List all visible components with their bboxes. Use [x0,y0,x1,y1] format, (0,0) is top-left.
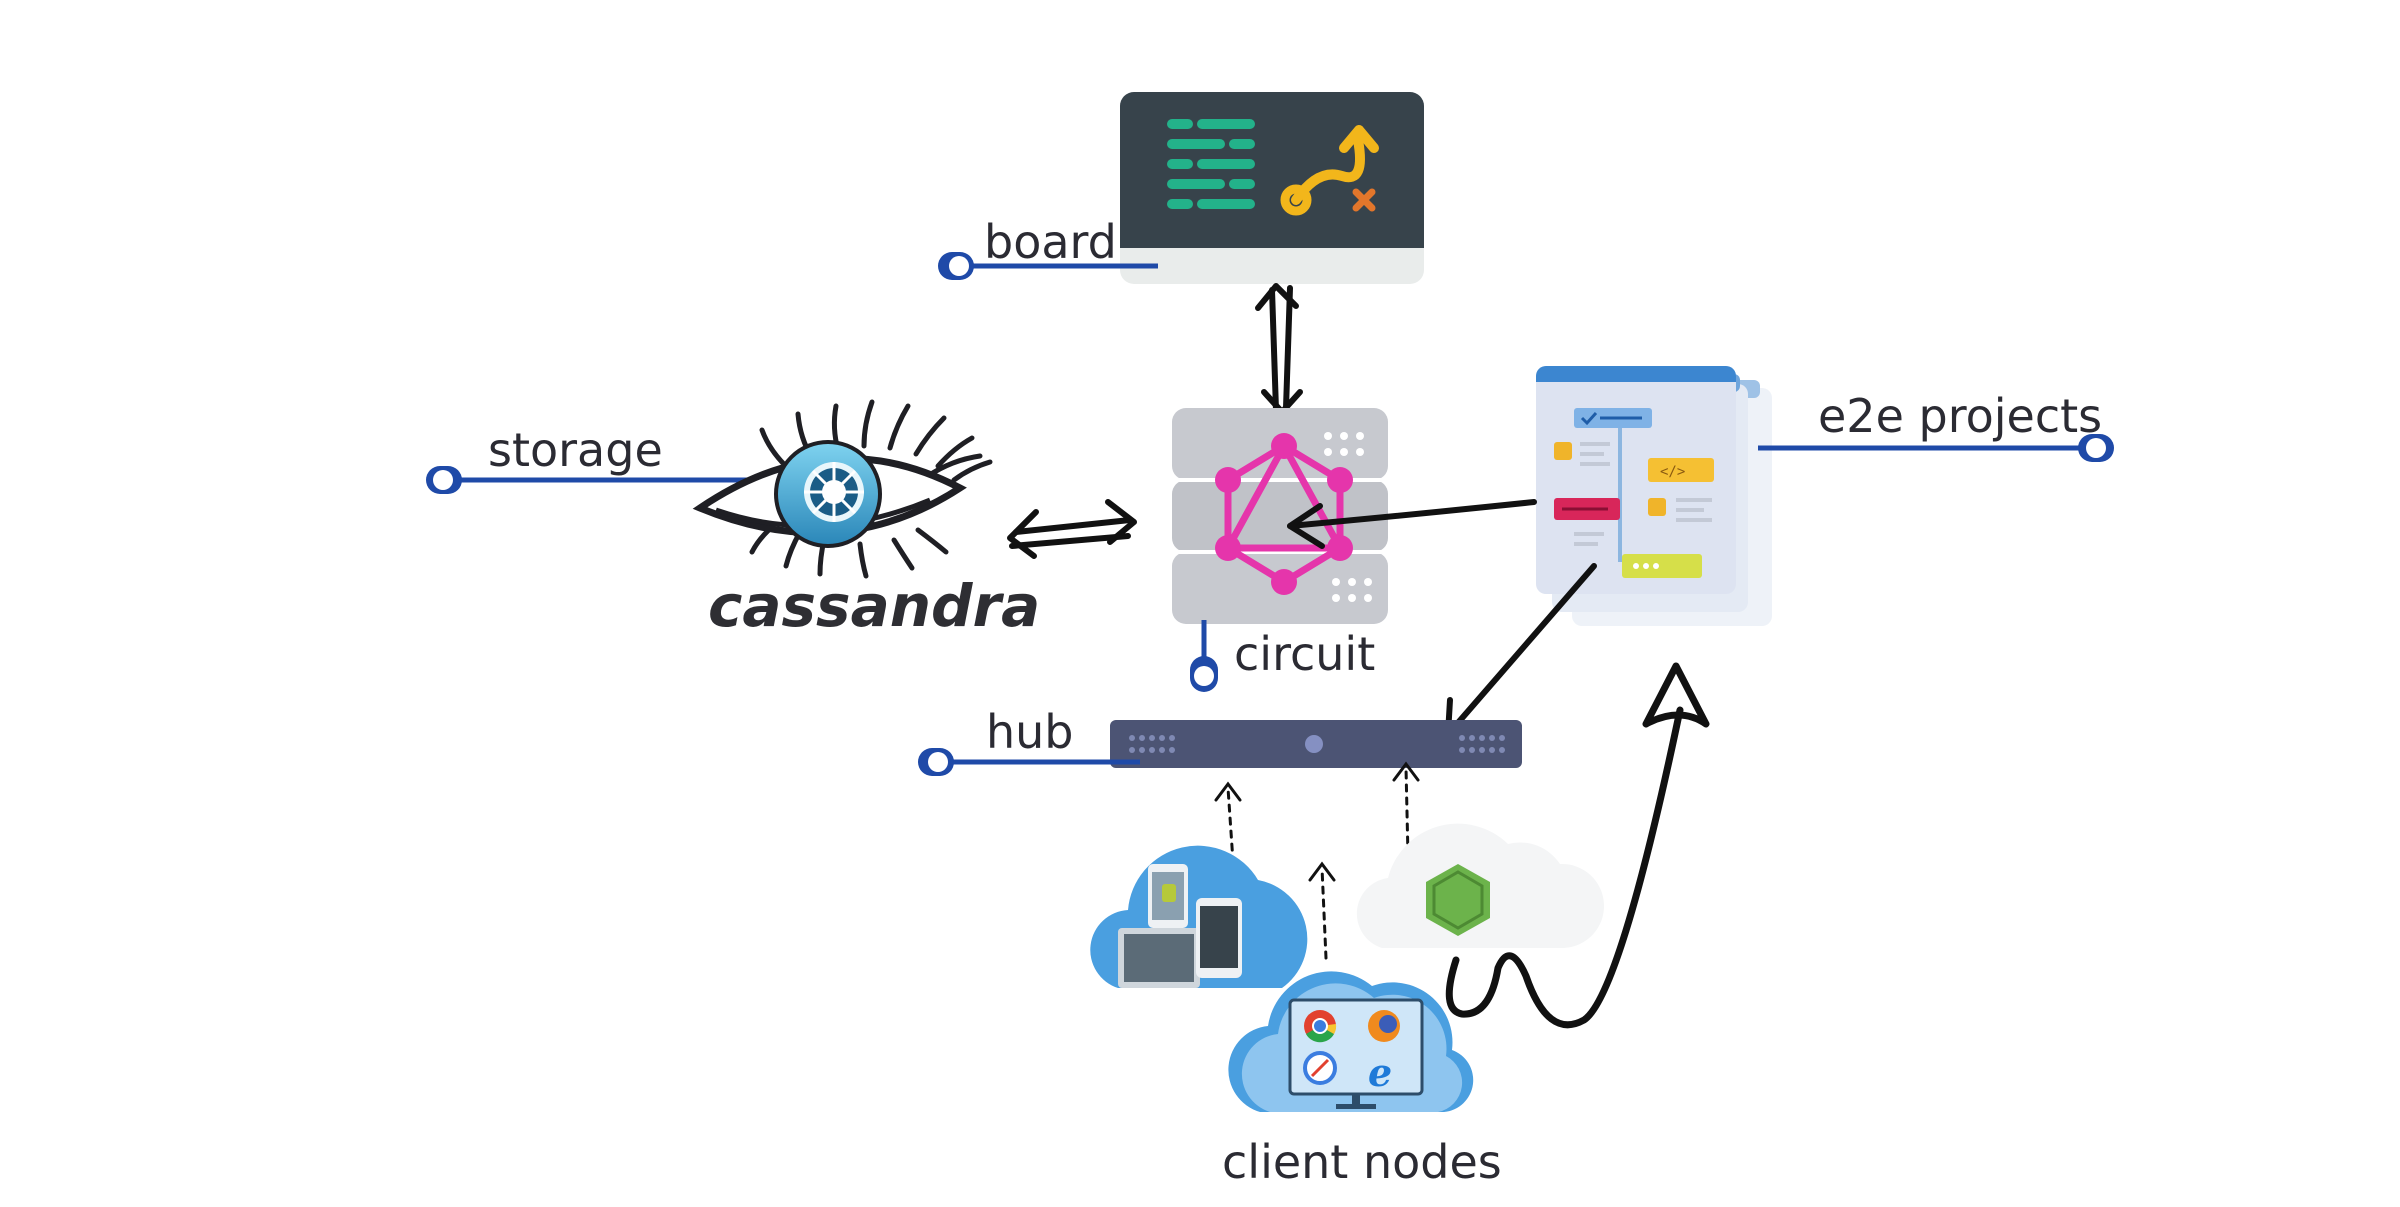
board-connector [938,252,1158,280]
e2e-projects-connector [1758,434,2114,462]
board-circuit-arrow [1255,283,1303,415]
dashboard-monitor-icon [1120,92,1424,284]
e2e-hub-arrow [1445,563,1597,737]
graphql-server-icon [1172,408,1388,624]
hub-label: hub [986,705,1074,759]
hub-node: hub [918,705,1522,776]
client-nodes-label: client nodes [1222,1135,1502,1189]
svg-text:e: e [1368,1050,1392,1095]
circuit-node: circuit [1172,408,1388,692]
e2e-projects-label: e2e projects [1818,389,2102,443]
e2e-circuit-arrow [1287,499,1537,549]
project-documents-icon: </> [1536,366,1772,626]
e2e-projects-node: </> e2e projects [1536,366,2114,626]
storage-circuit-arrow [1007,499,1137,559]
circuit-label: circuit [1234,627,1375,681]
board-label: board [984,215,1117,269]
storage-connector [426,466,790,494]
svg-text:</>: </> [1660,464,1685,480]
cassandra-eye-icon [692,399,993,579]
storage-label: storage [488,423,663,477]
circuit-connector [1190,620,1218,692]
board-node: board [938,92,1424,284]
cassandra-logo-text: cassandra [708,572,1040,640]
mobile-devices-cloud-icon [1090,845,1308,988]
network-hub-icon [1110,720,1522,768]
hub-connector [918,748,1140,776]
storage-node: storage cass [426,399,1040,640]
browsers-cloud-icon: e [1228,971,1474,1112]
nodejs-cloud-icon [1356,823,1605,948]
client-e2e-squiggle-arrow [1445,662,1710,1029]
